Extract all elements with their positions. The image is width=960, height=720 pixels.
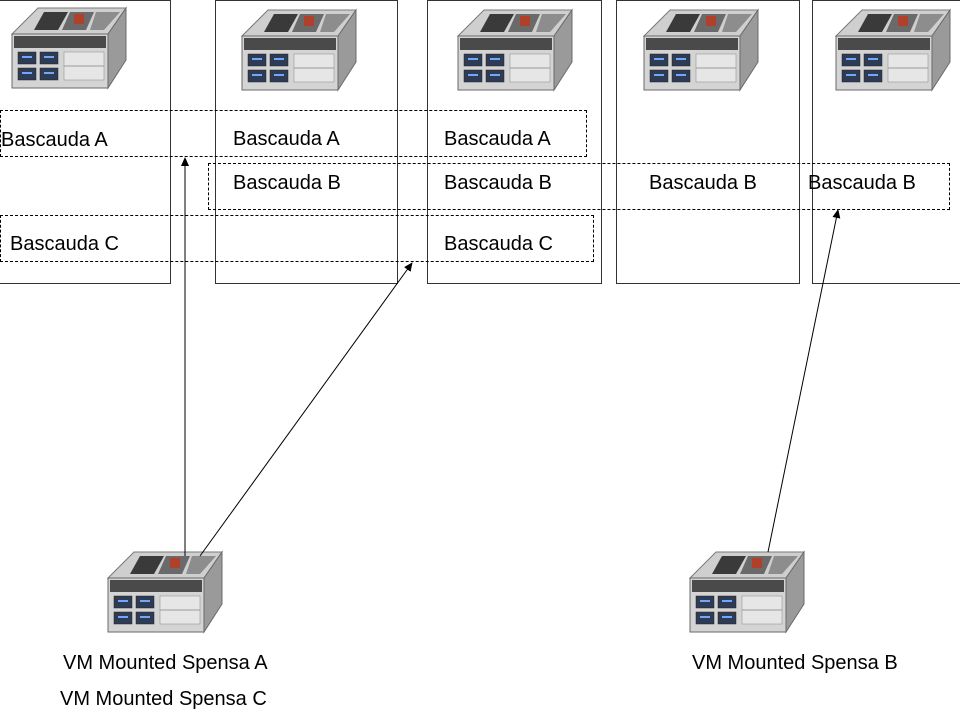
host-1-label-a: VM Mounted Spensa A (63, 652, 268, 674)
node-4-label-b: Bascauda B (649, 172, 757, 194)
node-1-label-a: Bascauda A (1, 129, 108, 151)
node-2-label-b: Bascauda B (233, 172, 341, 194)
node-1-label-c: Bascauda C (10, 233, 119, 255)
node-3-label-a: Bascauda A (444, 128, 551, 150)
node-5-label-b: Bascauda B (808, 172, 916, 194)
node-2-label-a: Bascauda A (233, 128, 340, 150)
node-3-label-c: Bascauda C (444, 233, 553, 255)
host-2-label-b: VM Mounted Spensa B (692, 652, 898, 674)
replica-group-c (0, 215, 594, 262)
node-3-label-b: Bascauda B (444, 172, 552, 194)
replica-group-a (0, 110, 587, 157)
replica-group-b (208, 163, 950, 210)
host-1-label-c: VM Mounted Spensa C (60, 688, 267, 710)
